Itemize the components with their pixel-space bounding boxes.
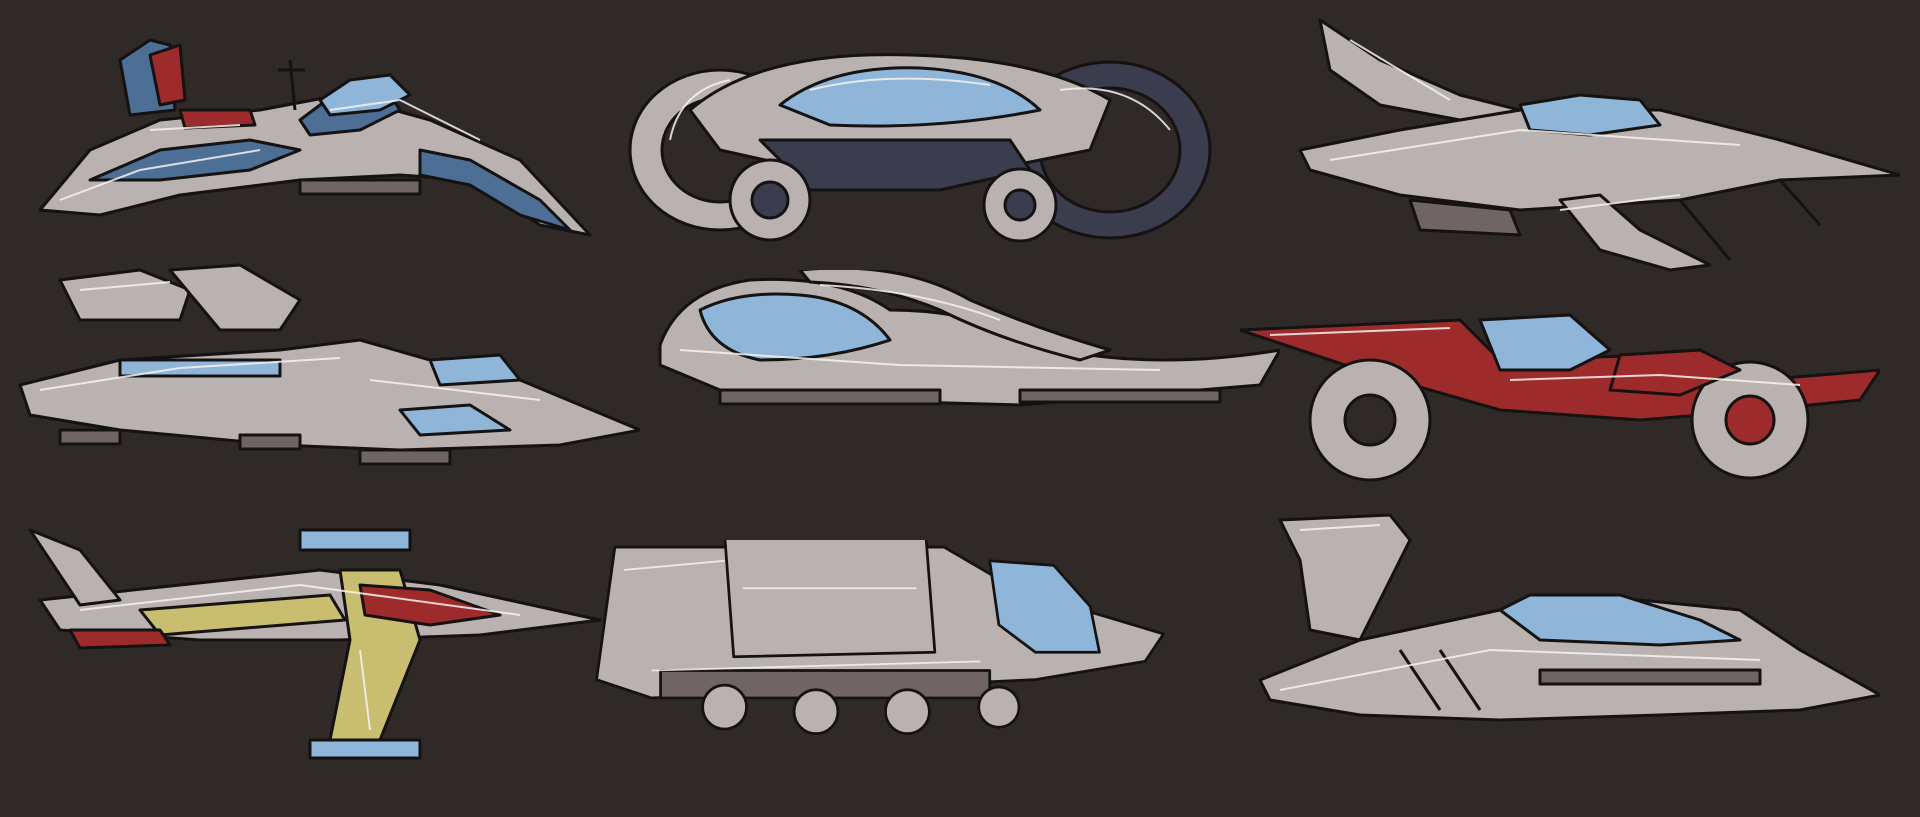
vehicle-fighter — [1260, 0, 1900, 272]
vehicle-cruiser — [1240, 500, 1880, 772]
lightcycle-drawing — [628, 53, 1212, 243]
vehicle-dropship — [0, 250, 640, 522]
speeder-blue-drawing — [38, 38, 592, 237]
vehicle-hoverbike-red — [1240, 300, 1880, 572]
vehicle-lightcycle — [610, 0, 1250, 272]
vehicle-pod-racer — [640, 270, 1280, 542]
interceptor-yellow-drawing — [28, 528, 602, 760]
cruiser-drawing — [1258, 513, 1880, 722]
dropship-drawing — [18, 263, 640, 466]
pod-racer-drawing — [658, 270, 1280, 407]
hoverbike-red-drawing — [1240, 313, 1880, 482]
vehicle-speeder-blue — [0, 0, 640, 272]
vehicle-hauler — [560, 540, 1200, 812]
vehicle-interceptor-yellow — [0, 490, 640, 762]
hauler-drawing — [595, 540, 1165, 735]
fighter-drawing — [1298, 18, 1900, 272]
